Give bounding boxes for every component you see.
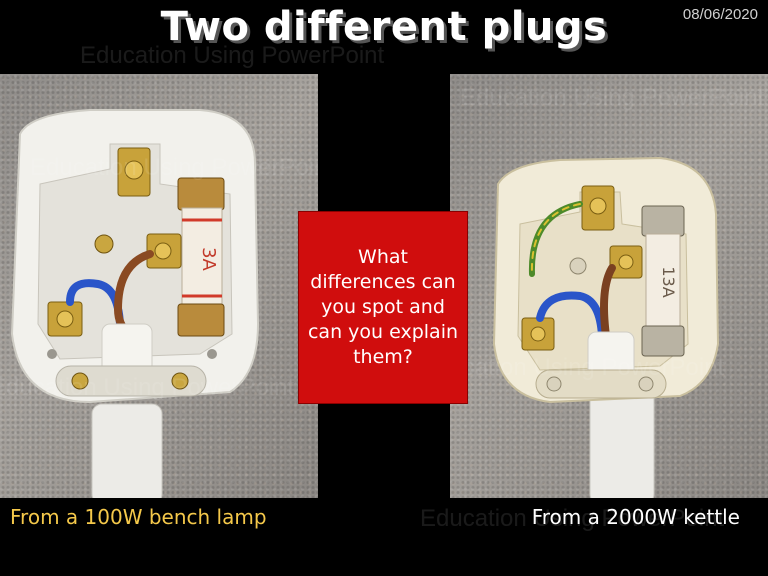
question-text: What differences can you spot and can yo…	[307, 245, 459, 369]
slide-title: Two different plugs	[160, 4, 608, 50]
left-plug-photo: 3A Education Using PowerPoint Education …	[0, 74, 318, 498]
left-fuse-label: 3A	[198, 247, 219, 271]
right-caption: From a 2000W kettle	[531, 505, 740, 529]
right-plug-photo: 13A Education Using PowerPoint Education…	[450, 74, 768, 498]
question-box: What differences can you spot and can yo…	[298, 211, 468, 404]
right-plug-illustration: 13A	[492, 156, 720, 498]
left-plug-illustration: 3A	[10, 109, 260, 498]
left-caption: From a 100W bench lamp	[10, 505, 267, 529]
slide-date: 08/06/2020	[682, 6, 758, 23]
right-fuse-label: 13A	[659, 266, 678, 297]
